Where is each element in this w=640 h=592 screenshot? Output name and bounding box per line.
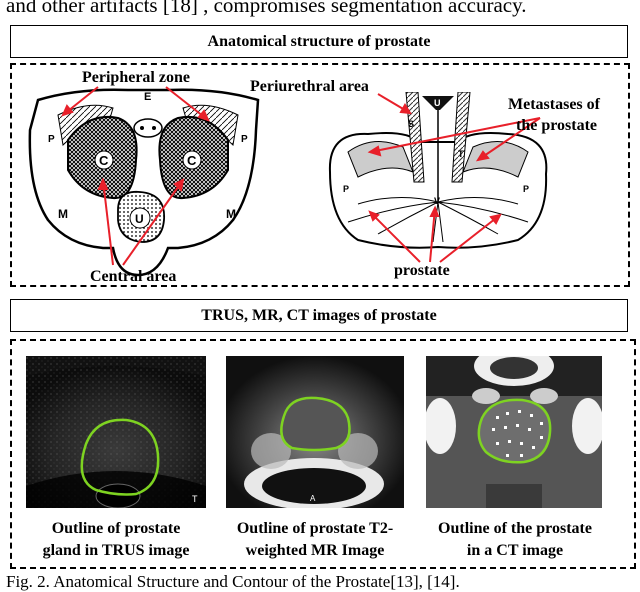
letter-S: S: [408, 119, 414, 129]
letter-E: E: [144, 91, 151, 103]
caption-ct-line1: Outline of the prostate: [438, 520, 592, 537]
anatomy-panel: [10, 63, 630, 287]
label-metastases-line1: Metastases of: [508, 96, 600, 113]
letter-V: V: [434, 196, 440, 206]
caption-mr-line2: weighted MR Image: [245, 542, 385, 559]
letter-P-left: P: [48, 134, 55, 145]
caption-trus: Outline of prostate gland in TRUS image: [20, 518, 212, 562]
trus-image: T: [26, 356, 206, 508]
right-diagram-arrows: [367, 93, 541, 263]
letter-P-right-left: P: [343, 184, 349, 194]
label-central-area: Central area: [90, 268, 177, 285]
caption-mr: Outline of prostate T2- weighted MR Imag…: [214, 518, 416, 562]
section-title-imaging: TRUS, MR, CT images of prostate: [10, 299, 628, 332]
section-title-imaging-text: TRUS, MR, CT images of prostate: [201, 306, 437, 324]
caption-ct: Outline of the prostate in a CT image: [418, 518, 612, 562]
prostate-cross-section-diagram: E C C P P M M U: [28, 86, 260, 277]
ct-image: [426, 356, 602, 508]
letter-U: U: [135, 212, 144, 226]
label-metastases-line2: the prostate: [516, 117, 598, 134]
letter-C-left: C: [99, 153, 109, 168]
figure-caption: Fig. 2. Anatomical Structure and Contour…: [6, 572, 460, 591]
top-text-line: and other artifacts [18] , compromises s…: [6, 0, 527, 17]
caption-trus-line1: Outline of prostate: [51, 520, 181, 537]
letter-M-left: M: [58, 207, 68, 221]
letter-M-right: M: [226, 207, 236, 221]
label-peripheral-zone: Peripheral zone: [82, 69, 190, 86]
letter-C-right: C: [187, 153, 197, 168]
letter-U-right: U: [434, 98, 441, 108]
caption-ct-line2: in a CT image: [466, 542, 564, 559]
letter-P-right: P: [241, 134, 248, 145]
caption-trus-line2: gland in TRUS image: [42, 542, 190, 559]
imaging-panel: [10, 339, 636, 569]
mr-image: A: [226, 356, 404, 508]
letter-T: T: [458, 149, 464, 159]
label-periurethral-area: Periurethral area: [250, 78, 369, 95]
caption-mr-line1: Outline of prostate T2-: [236, 520, 394, 537]
section-title-anatomy: Anatomical structure of prostate: [10, 25, 628, 58]
trus-mark: T: [192, 494, 198, 504]
mr-mark: A: [310, 494, 316, 503]
label-prostate: prostate: [394, 262, 450, 279]
letter-P-right-right: P: [523, 184, 529, 194]
section-title-anatomy-text: Anatomical structure of prostate: [207, 32, 431, 50]
